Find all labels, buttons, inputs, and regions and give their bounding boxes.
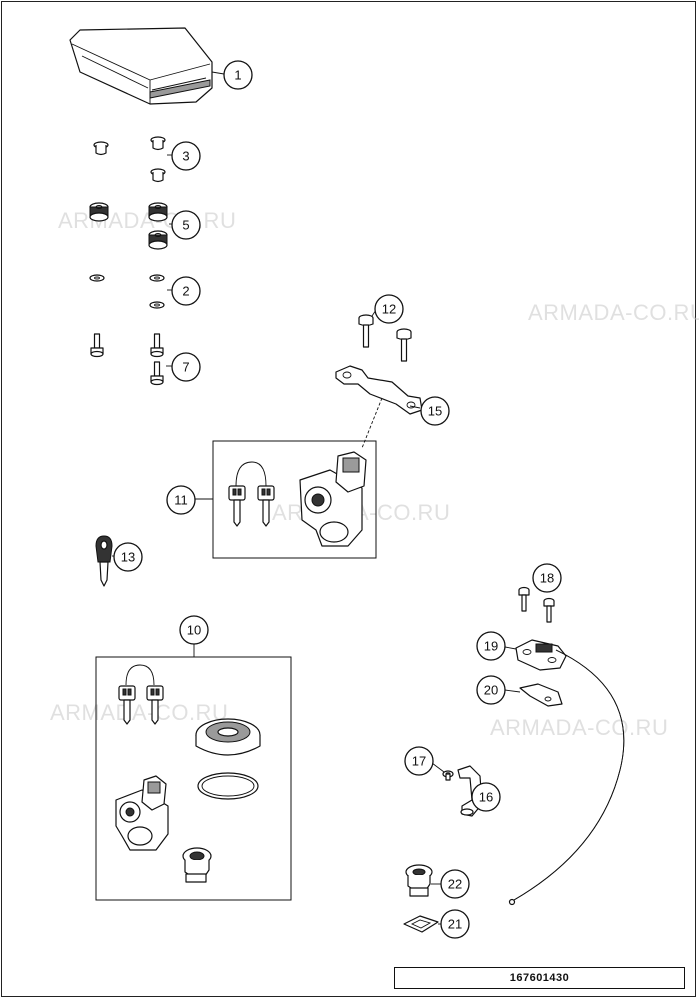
- callout-20: 20: [476, 675, 506, 705]
- callout-22-label: 22: [448, 877, 462, 892]
- part-20-plate: [519, 683, 563, 707]
- part-5-rubber-mounts: [89, 202, 168, 250]
- callout-13-label: 13: [121, 550, 135, 565]
- drawing-number-box: 167601430: [394, 967, 685, 989]
- callout-19-label: 19: [484, 639, 498, 654]
- part-19-actuator: [508, 639, 625, 906]
- callout-15: 15: [420, 396, 450, 426]
- callout-12-label: 12: [382, 302, 396, 317]
- callout-17: 17: [404, 746, 434, 776]
- group-box-10: [95, 656, 292, 901]
- callout-10: 10: [179, 615, 209, 645]
- callout-15-label: 15: [428, 404, 442, 419]
- callout-16-label: 16: [479, 790, 493, 805]
- callout-1-label: 1: [234, 68, 241, 83]
- part-13-key: [95, 535, 113, 587]
- drawing-number: 167601430: [509, 972, 570, 984]
- watermark-4: ARMADA-CO.RU: [50, 700, 228, 725]
- callout-12: 12: [374, 294, 404, 324]
- watermark-1: ARMADA-CO.RU: [58, 208, 236, 233]
- callout-11: 11: [166, 485, 196, 515]
- callout-7-label: 7: [182, 360, 189, 375]
- callout-18: 18: [532, 563, 562, 593]
- callout-21: 21: [440, 909, 470, 939]
- part-3-bushings: [93, 136, 166, 183]
- callout-1: 1: [223, 60, 253, 90]
- callout-2: 2: [171, 276, 201, 306]
- callout-3-label: 3: [182, 149, 189, 164]
- part-17-screw: [442, 770, 454, 781]
- watermark-5: ARMADA-CO.RU: [490, 715, 668, 740]
- callout-17-label: 17: [412, 754, 426, 769]
- part-7-bolts: [90, 333, 164, 386]
- part-12-screws: [358, 314, 412, 362]
- callout-10-label: 10: [187, 623, 201, 638]
- callout-5-label: 5: [182, 218, 189, 233]
- part-11-ignition-lock: [228, 451, 367, 547]
- callout-13: 13: [113, 542, 143, 572]
- watermarks: ARMADA-CO.RU ARMADA-CO.RU ARMADA-CO.RU A…: [50, 208, 699, 740]
- watermark-2: ARMADA-CO.RU: [528, 300, 699, 325]
- callout-18-label: 18: [540, 571, 554, 586]
- part-22-lock: [405, 864, 433, 897]
- part-2-washers: [89, 274, 165, 309]
- callout-11-label: 11: [174, 493, 188, 508]
- part-10-lock-set: [115, 664, 261, 883]
- callout-2-label: 2: [182, 284, 189, 299]
- callout-3: 3: [171, 141, 201, 171]
- part-15-bracket: [335, 365, 423, 449]
- callout-5: 5: [171, 210, 201, 240]
- part-1-cover: [69, 27, 213, 105]
- callout-22: 22: [440, 869, 470, 899]
- part-21-gasket: [403, 915, 439, 933]
- part-18-screws: [518, 586, 555, 623]
- callout-20-label: 20: [484, 683, 498, 698]
- callout-21-label: 21: [448, 917, 462, 932]
- callout-19: 19: [476, 631, 506, 661]
- callout-7: 7: [171, 352, 201, 382]
- group-box-11: [212, 440, 377, 559]
- callout-16: 16: [471, 782, 501, 812]
